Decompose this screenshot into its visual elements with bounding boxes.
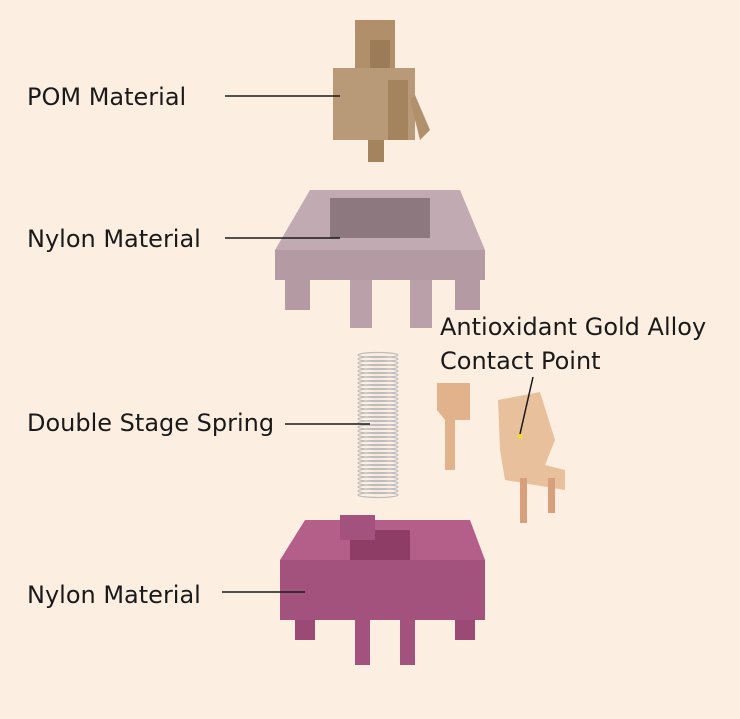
spring-coil	[357, 395, 399, 403]
stem-part	[333, 20, 430, 162]
spring-coil	[357, 443, 399, 451]
spring-coil	[357, 363, 399, 371]
leader-line-contact	[519, 376, 534, 435]
spring-coil	[357, 387, 399, 395]
spring-coil	[357, 355, 399, 363]
spring-coil	[357, 483, 399, 491]
spring-coil	[357, 479, 399, 487]
spring-coil	[357, 383, 399, 391]
spring-coil	[357, 439, 399, 447]
spring-coil	[357, 427, 399, 435]
contact-leaves-part	[437, 383, 565, 523]
spring-coil	[357, 431, 399, 439]
spring-coil	[357, 415, 399, 423]
spring-coil	[357, 463, 399, 471]
spring-coil	[357, 455, 399, 463]
label-contact-line1: Antioxidant Gold Alloy	[440, 313, 707, 341]
spring-coil	[357, 475, 399, 483]
spring-coil	[357, 471, 399, 479]
spring-coil	[357, 399, 399, 407]
leader-lines	[222, 95, 534, 593]
spring-coil	[357, 491, 399, 499]
bottom-housing-part	[280, 515, 485, 665]
spring-coil	[357, 467, 399, 475]
label-top-housing-material: Nylon Material	[27, 225, 201, 253]
spring-coil	[357, 379, 399, 387]
spring-coil	[357, 435, 399, 443]
spring-coil	[357, 375, 399, 383]
label-spring: Double Stage Spring	[27, 409, 275, 437]
spring-coil	[357, 351, 399, 359]
spring-coil	[357, 359, 399, 367]
spring-coil	[357, 447, 399, 455]
label-contact-line2: Contact Point	[440, 347, 601, 375]
top-housing-part	[275, 190, 485, 328]
spring-coil	[357, 407, 399, 415]
spring-part	[357, 351, 399, 499]
spring-coil	[357, 487, 399, 495]
spring-coil	[357, 403, 399, 411]
spring-coil	[357, 451, 399, 459]
spring-coil	[357, 367, 399, 375]
label-stem-material: POM Material	[27, 83, 187, 111]
spring-coil	[357, 419, 399, 427]
spring-coil	[357, 391, 399, 399]
spring-coil	[357, 371, 399, 379]
label-bottom-housing-material: Nylon Material	[27, 581, 201, 609]
spring-coil	[357, 459, 399, 467]
spring-coil	[357, 423, 399, 431]
spring-coil	[357, 411, 399, 419]
